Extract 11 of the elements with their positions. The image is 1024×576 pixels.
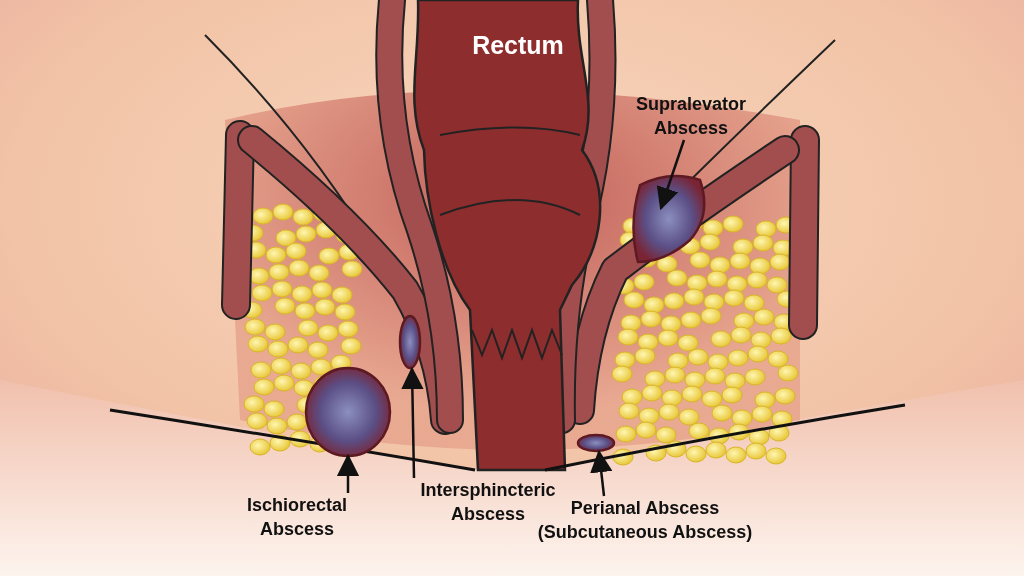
abscess	[304, 366, 392, 458]
leader-arrow	[656, 139, 686, 211]
leader-arrow	[401, 366, 424, 479]
leader-arrow	[336, 453, 360, 493]
abscess-label: Ischiorectal Abscess	[232, 493, 362, 541]
abscess	[398, 314, 422, 370]
leader-arrow	[590, 449, 613, 497]
organ-label: Rectum	[471, 31, 565, 60]
abscess-label: Supralevator Abscess	[626, 92, 756, 140]
abscess	[632, 174, 706, 264]
abscess	[576, 433, 616, 453]
